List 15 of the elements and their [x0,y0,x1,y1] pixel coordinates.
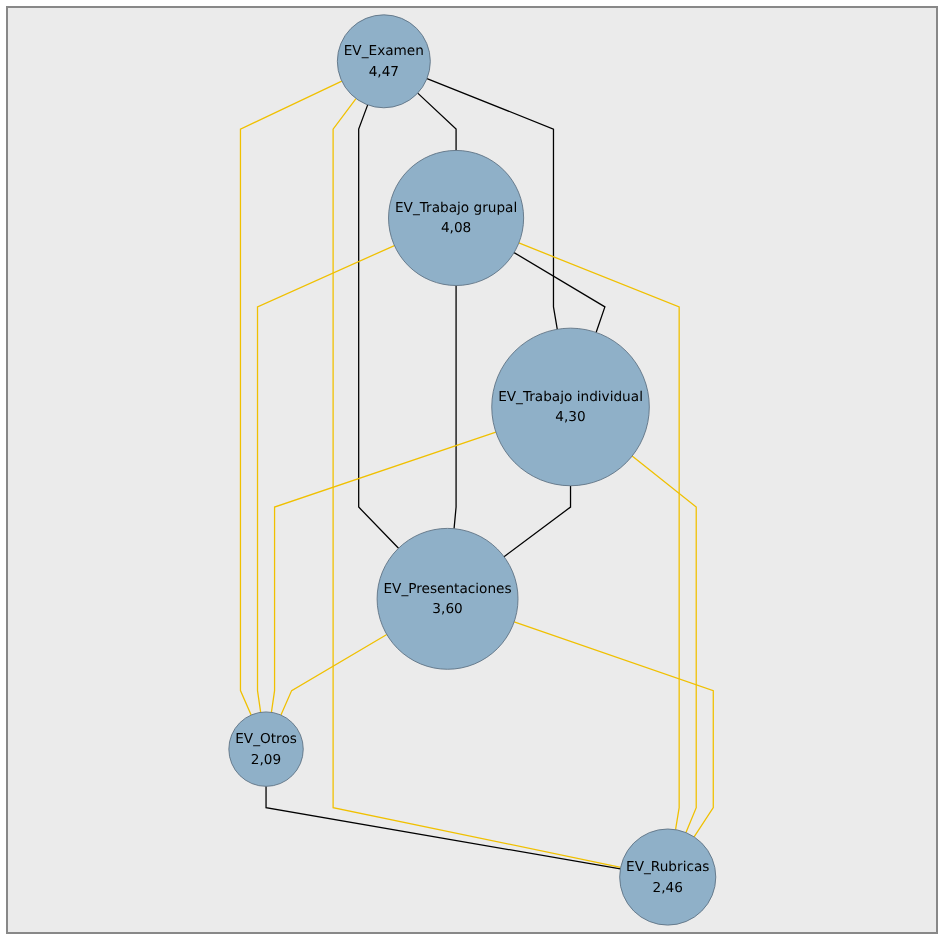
connector [280,633,388,716]
connector [270,431,497,713]
connector [256,244,395,713]
connector [239,80,343,716]
connector [513,252,606,334]
connector [503,485,571,558]
connector [453,284,457,530]
connector [265,785,621,870]
connector [631,455,697,834]
connector [357,104,399,549]
connector [513,621,714,838]
connector [332,97,621,868]
connector [517,242,680,831]
connector [416,92,457,152]
connector [426,77,558,330]
